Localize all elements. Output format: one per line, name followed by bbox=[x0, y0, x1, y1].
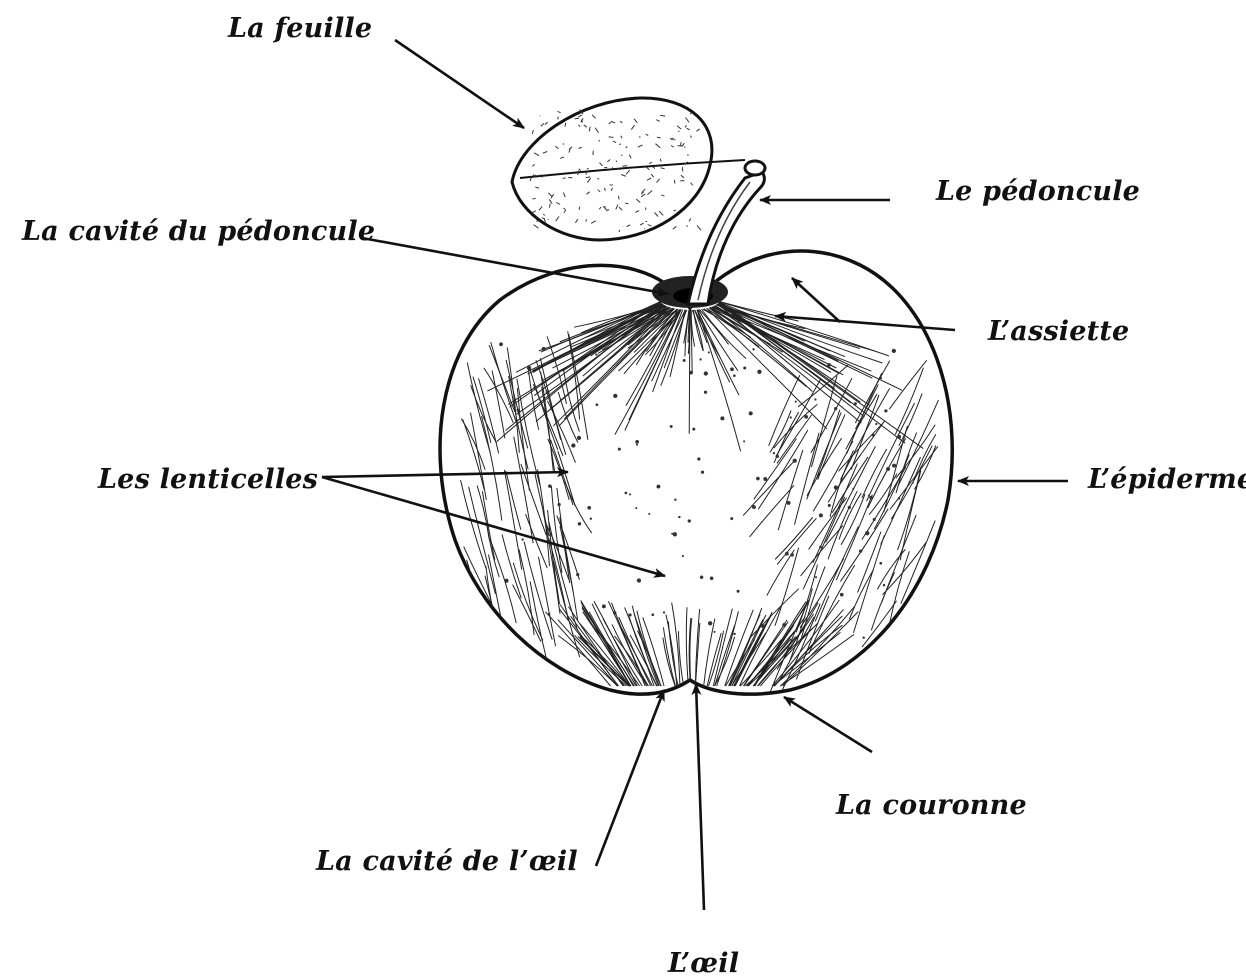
label-skin: L’épiderme bbox=[1088, 466, 1246, 493]
label-stalk: Le pédoncule bbox=[936, 178, 1140, 205]
apple-body bbox=[440, 251, 952, 699]
label-eye-cavity: La cavité de l’œil bbox=[316, 848, 578, 875]
label-shoulder: L’assiette bbox=[988, 318, 1129, 345]
label-eye: L’œil bbox=[668, 950, 739, 977]
label-leaf: La feuille bbox=[228, 15, 372, 42]
arrow-eye-cavity bbox=[596, 690, 664, 866]
arrow-eye bbox=[696, 684, 704, 910]
label-stalk-cavity: La cavité du pédoncule bbox=[22, 218, 375, 245]
leaf bbox=[512, 98, 745, 240]
label-lenticels: Les lenticelles bbox=[98, 466, 318, 493]
arrow-leaf bbox=[395, 40, 524, 128]
label-crown: La couronne bbox=[836, 792, 1027, 819]
arrow-crown bbox=[784, 697, 872, 752]
